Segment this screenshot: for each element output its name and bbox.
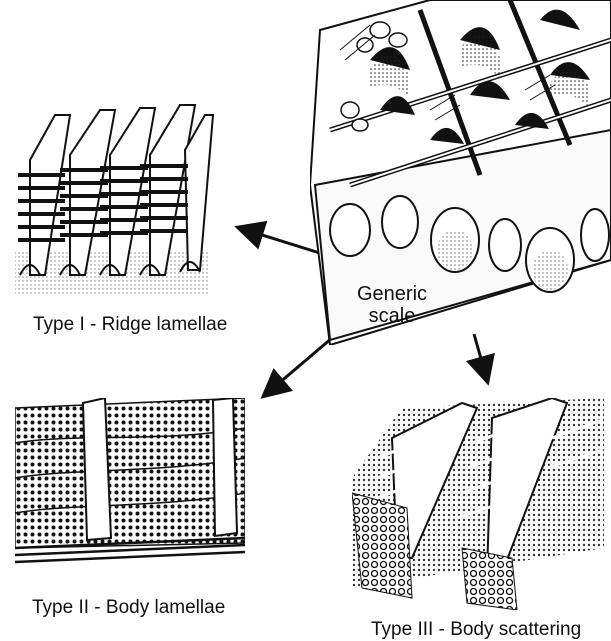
type1-label: Type I - Ridge lamellae xyxy=(33,314,227,336)
generic-scale-label-line2: scale xyxy=(352,305,432,327)
type3-body-scattering-illustration xyxy=(352,398,604,610)
generic-scale-label: Generic scale xyxy=(352,283,432,327)
arrow-to-type2 xyxy=(265,338,332,395)
generic-scale-label-line1: Generic xyxy=(352,283,432,305)
type2-body-lamellae-illustration xyxy=(15,398,245,570)
type1-ridge-lamellae-illustration xyxy=(10,100,215,300)
type2-label: Type II - Body lamellae xyxy=(32,597,225,619)
type3-label: Type III - Body scattering xyxy=(371,619,581,641)
